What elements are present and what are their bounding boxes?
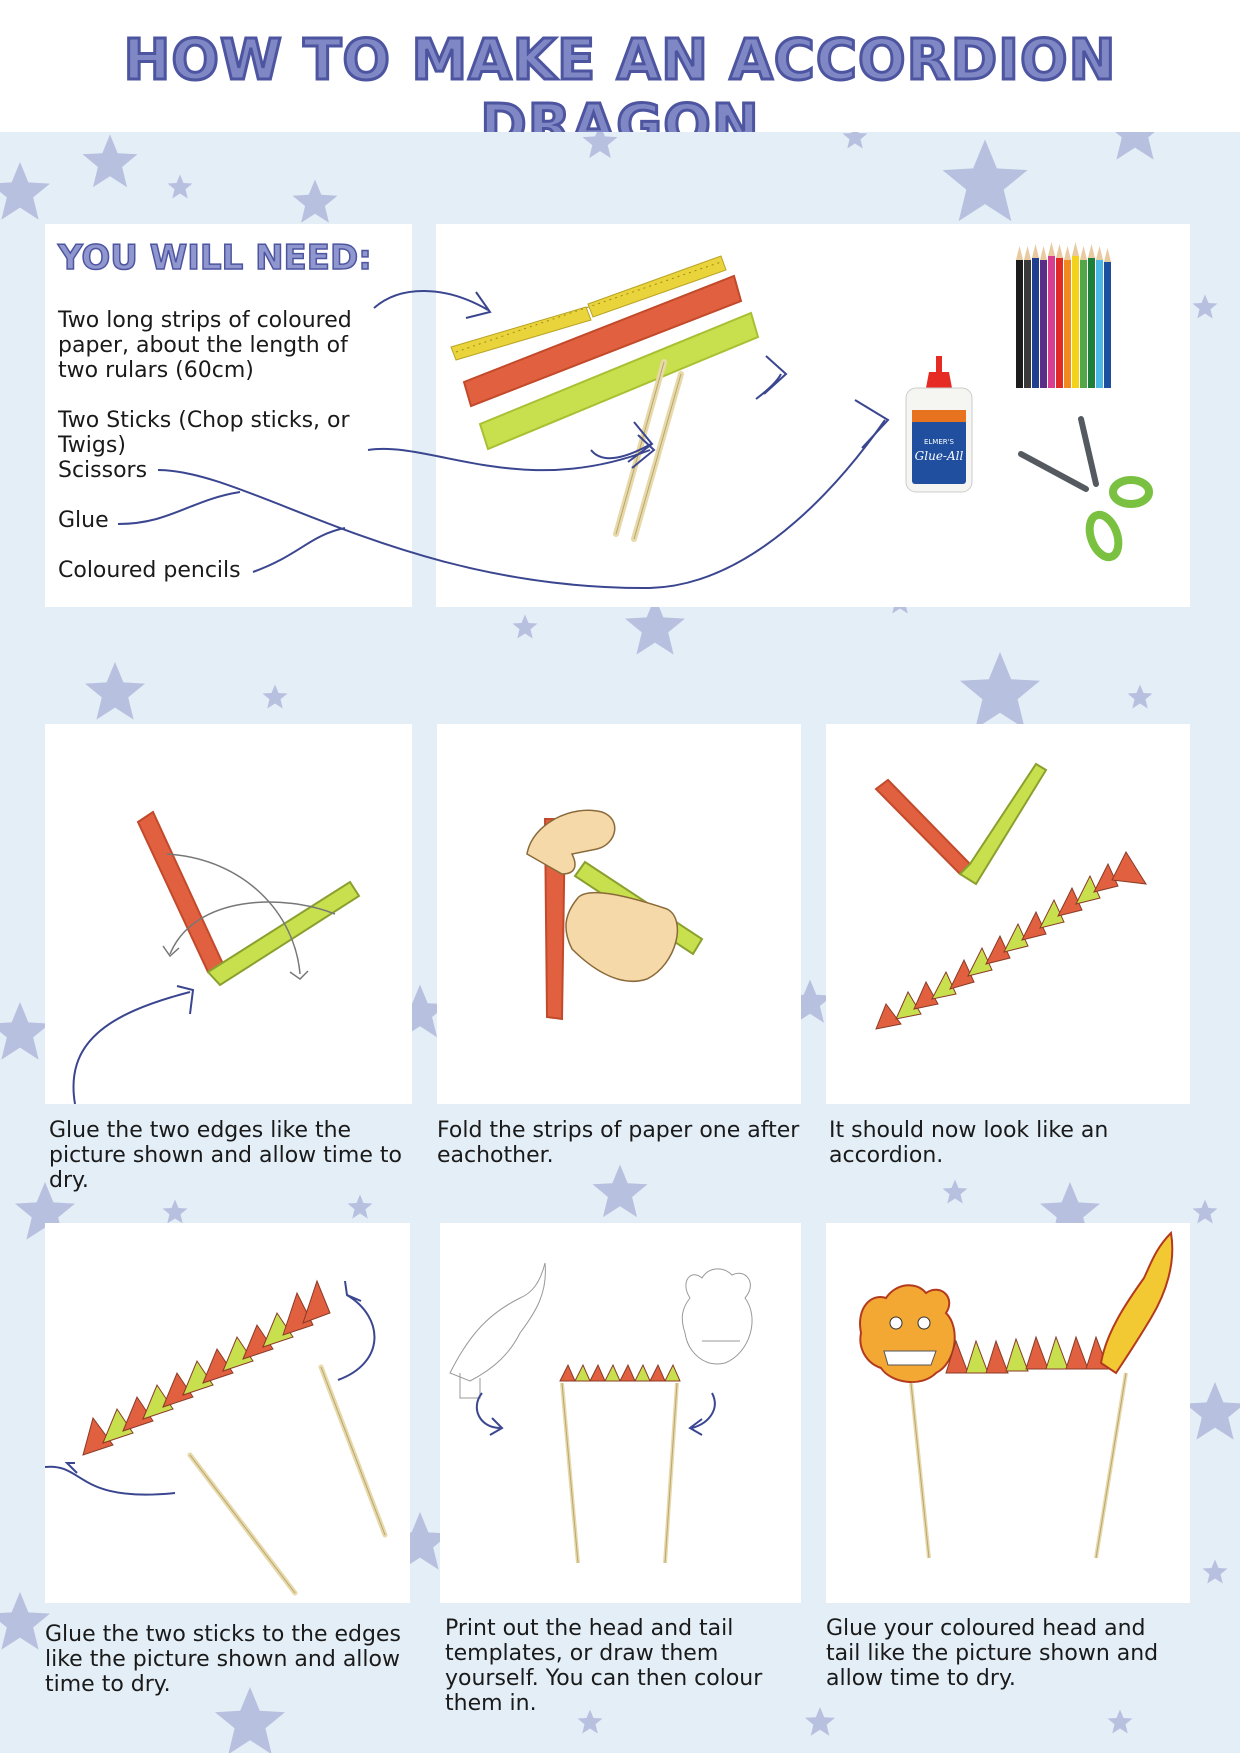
accordion-icon — [875, 850, 1147, 1030]
materials-illustration: ELMER'S Glue-All — [450, 242, 1153, 562]
red-strip-icon — [136, 810, 225, 974]
step-4-caption: Glue the two sticks to the edges like th… — [45, 1622, 401, 1697]
glue-label: Glue-All — [915, 449, 964, 463]
dragon-head-icon — [859, 1284, 956, 1384]
header: HOW TO MAKE AN ACCORDION DRAGON — [0, 0, 1240, 160]
step-6-caption: Glue your coloured head and tail like th… — [826, 1616, 1159, 1691]
hand-icon — [565, 891, 679, 982]
need-paper-strips: Two long strips of coloured paper, about… — [58, 308, 352, 383]
page-title: HOW TO MAKE AN ACCORDION DRAGON — [122, 27, 1117, 160]
red-strip-icon — [874, 778, 972, 876]
glue-brand: ELMER'S — [924, 438, 955, 446]
step-6-illustration — [859, 1230, 1174, 1559]
ruler-icon — [450, 255, 727, 361]
needs-panel — [45, 224, 412, 607]
step-2-illustration — [526, 809, 704, 1021]
step-5-illustration — [449, 1262, 753, 1564]
accordion-icon — [82, 1279, 331, 1456]
step-3-caption: It should now look like an accordion. — [829, 1118, 1109, 1168]
hand-icon — [526, 809, 616, 875]
need-scissors: Scissors — [58, 458, 148, 483]
green-paper-strip-icon — [478, 311, 760, 451]
step-5-panel — [440, 1223, 801, 1603]
accordion-icon — [945, 1335, 1109, 1374]
needs-arrows — [117, 290, 890, 590]
chopsticks-icon — [560, 1382, 679, 1564]
green-strip-icon — [206, 880, 361, 987]
step-1-panel — [45, 724, 412, 1104]
step-5-caption: Print out the head and tail templates, o… — [445, 1616, 763, 1716]
need-glue: Glue — [58, 508, 109, 533]
red-paper-strip-icon — [462, 274, 743, 408]
chopsticks-icon — [613, 359, 684, 542]
chopsticks-icon — [909, 1372, 1128, 1559]
step-4-panel — [45, 1223, 410, 1603]
step-3-illustration — [874, 762, 1147, 1030]
green-strip-icon — [958, 762, 1048, 886]
step-1-illustration — [72, 810, 361, 1104]
glue-bottle-icon: ELMER'S Glue-All — [905, 356, 973, 493]
step-4-illustration — [45, 1279, 388, 1596]
needs-heading: YOU WILL NEED: — [57, 237, 372, 279]
step-6-panel — [826, 1223, 1190, 1603]
dragon-tail-icon — [1099, 1230, 1174, 1375]
need-pencils: Coloured pencils — [58, 558, 241, 583]
accordion-icon — [559, 1363, 681, 1382]
scissors-icon — [1018, 416, 1153, 562]
step-1-caption: Glue the two edges like the picture show… — [49, 1118, 402, 1193]
dragon-head-template-icon — [681, 1268, 753, 1365]
dragon-tail-template-icon — [449, 1262, 546, 1399]
chopsticks-icon — [187, 1364, 388, 1596]
step-2-caption: Fold the strips of paper one after eacho… — [437, 1118, 800, 1168]
coloured-pencils-icon — [1016, 242, 1111, 388]
need-sticks: Two Sticks (Chop sticks, or Twigs) — [58, 408, 350, 458]
